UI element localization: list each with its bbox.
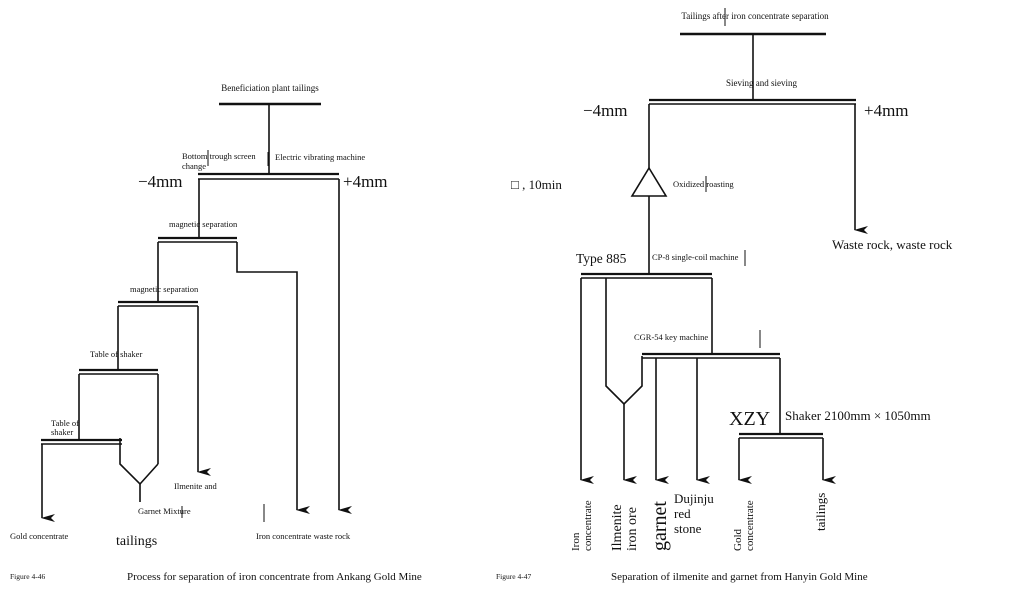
right-top-label: Tailings after iron concentrate separati…: [681, 11, 829, 21]
left-shaker2-label-1: Table of: [51, 418, 79, 428]
left-ilmenite-label: Ilmenite and: [174, 481, 217, 491]
right-cp8-label: CP-8 single-coil machine: [652, 252, 739, 262]
right-caption: Separation of ilmenite and garnet from H…: [611, 571, 868, 583]
left-minus-4mm: −4mm: [138, 172, 183, 191]
right-iron-conc-2: concentrate: [582, 500, 594, 551]
right-type885-label: Type 885: [576, 251, 627, 266]
left-screen-label-1: Bottom trough screen: [182, 151, 256, 161]
left-mag1-label: magnetic separation: [169, 219, 238, 229]
left-merge-funnel: [119, 438, 159, 486]
right-oxidized-label: Oxidized roasting: [673, 179, 734, 189]
right-roaster-triangle: [630, 166, 668, 197]
right-dujinju-1: Dujinju: [674, 491, 714, 506]
right-xzy-label: XZY: [729, 408, 770, 430]
right-dujinju-2: red: [674, 506, 691, 521]
right-waste-rock-label: Waste rock, waste rock: [832, 237, 953, 252]
left-gold-concentrate-label: Gold concentrate: [10, 531, 69, 541]
left-screen-label-2: change: [182, 161, 206, 171]
right-figure-number: Figure 4-47: [496, 572, 531, 581]
right-dujinju-3: stone: [674, 521, 702, 536]
right-sieving-label: Sieving and sieving: [726, 78, 797, 88]
right-shaker-label: Shaker 2100mm × 1050mm: [785, 408, 931, 423]
left-tailings-label: tailings: [116, 534, 157, 549]
left-figure-number: Figure 4-46: [10, 572, 45, 581]
left-iron-arrow: [236, 242, 310, 514]
left-labels: Beneficiation plant tailings Bottom trou…: [10, 83, 422, 583]
right-ilmenite-1: Ilmenite: [610, 504, 625, 551]
right-tailings-label: tailings: [813, 493, 828, 531]
left-shaker1-label: Table of shaker: [90, 349, 142, 359]
right-flowsheet: [580, 8, 868, 484]
left-plus-4mm: +4mm: [343, 172, 388, 191]
left-mag2-label: magnetic separation: [130, 284, 199, 294]
right-iron-conc-1: Iron: [570, 532, 582, 551]
right-roast-time: □ , 10min: [511, 177, 562, 192]
right-labels: Tailings after iron concentrate separati…: [496, 11, 953, 583]
right-plus-4mm: +4mm: [864, 101, 909, 120]
left-vibrating-label: Electric vibrating machine: [275, 152, 365, 162]
right-cgr54-label: CGR-54 key machine: [634, 332, 708, 342]
left-iron-waste-label: Iron concentrate waste rock: [256, 531, 351, 541]
right-ilmenite-2: iron ore: [625, 507, 640, 551]
left-garnet-mixture-label: Garnet Mixture: [138, 506, 191, 516]
right-garnet-label: garnet: [649, 501, 671, 551]
left-top-label: Beneficiation plant tailings: [221, 83, 319, 93]
left-caption: Process for separation of iron concentra…: [127, 571, 422, 583]
left-shaker2-label-2: shaker: [51, 427, 73, 437]
left-flowsheet: [41, 102, 352, 522]
right-gold-1: Gold: [732, 529, 744, 552]
right-gold-2: concentrate: [744, 500, 756, 551]
right-minus-4mm: −4mm: [583, 101, 628, 120]
